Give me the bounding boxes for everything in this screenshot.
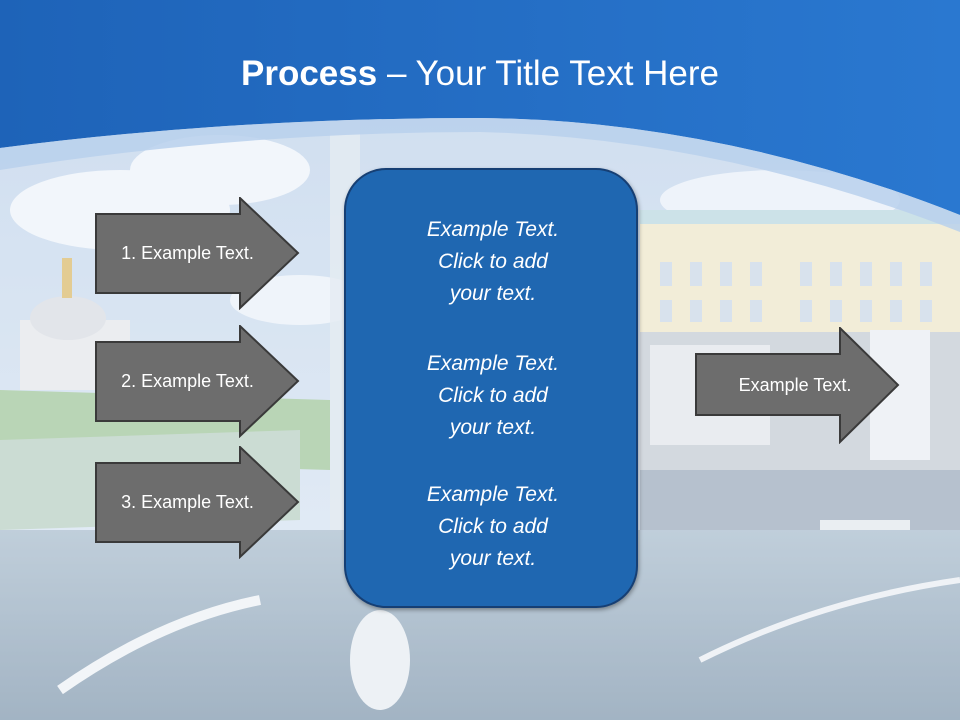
title-text: Your Title Text Here <box>415 54 720 93</box>
slide-title[interactable]: Process – Your Title Text Here <box>0 52 960 96</box>
arrow-label-1: 1. Example Text. <box>121 243 254 263</box>
process-step-arrow-3[interactable]: 3. Example Text. <box>95 446 300 559</box>
right-arrow-icon <box>695 327 900 444</box>
arrow-label-3: 3. Example Text. <box>121 492 254 512</box>
right-arrow-icon <box>95 325 300 438</box>
right-arrow-icon <box>95 197 300 310</box>
title-bold-part: Process <box>241 54 378 93</box>
title-dash: – <box>377 54 416 93</box>
center-paragraph-3: Example Text. Click to add your text. <box>426 483 560 570</box>
result-arrow-label: Example Text. <box>738 375 852 395</box>
center-text-box[interactable]: Example Text. Click to add your text. Ex… <box>344 168 638 608</box>
process-step-arrow-1[interactable]: 1. Example Text. <box>95 197 300 310</box>
arrow-label-2: 2. Example Text. <box>121 371 254 391</box>
right-arrow-icon <box>95 446 300 559</box>
process-step-arrow-2[interactable]: 2. Example Text. <box>95 325 300 438</box>
center-paragraph-2: Example Text. Click to add your text. <box>426 352 560 439</box>
result-arrow[interactable]: Example Text. <box>695 327 900 444</box>
center-paragraph-1: Example Text. Click to add your text. <box>426 218 560 305</box>
